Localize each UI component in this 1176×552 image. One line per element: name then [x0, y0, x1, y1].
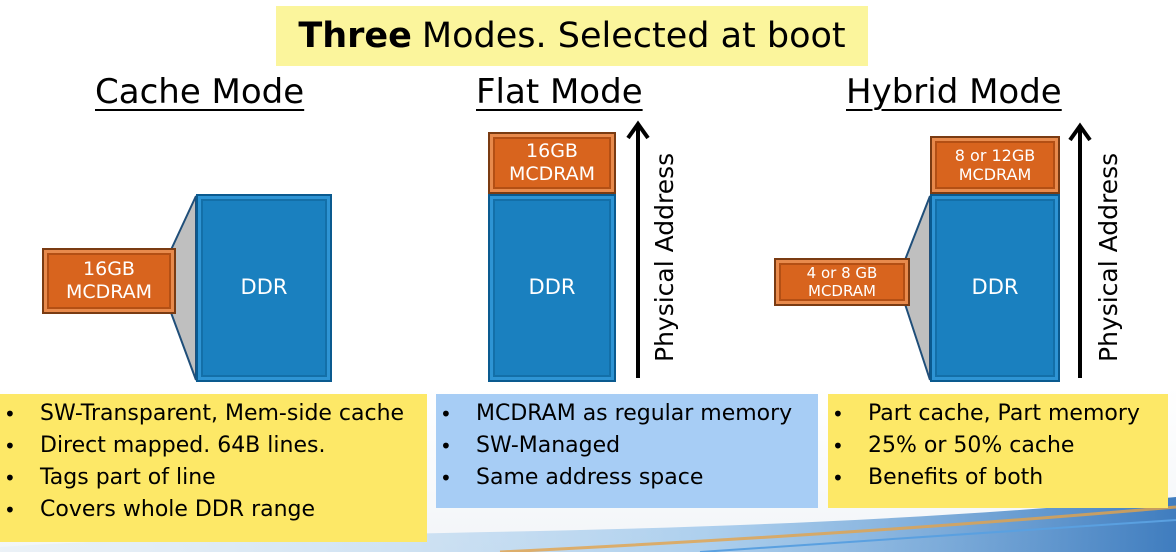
cache-mode-heading: Cache Mode [95, 72, 305, 112]
cache-mcdram-label: MCDRAM [65, 281, 153, 303]
list-item: Part cache, Part memory [828, 398, 1168, 430]
hybrid-ddr-block: DDR [930, 194, 1060, 382]
hybrid-mcdram-side-block: 4 or 8 GB MCDRAM [774, 258, 910, 306]
flat-address-arrow [626, 120, 650, 378]
flat-physical-address-label: Physical Address [650, 152, 679, 362]
title-text: Modes. Selected at boot [421, 16, 846, 56]
list-item: Tags part of line [0, 462, 427, 494]
hybrid-mcdram-side-label: MCDRAM [808, 282, 876, 300]
hybrid-address-arrow [1068, 122, 1092, 378]
list-item: MCDRAM as regular memory [436, 398, 818, 430]
list-item: 25% or 50% cache [828, 430, 1168, 462]
list-item: SW-Transparent, Mem-side cache [0, 398, 427, 430]
hybrid-bullets: Part cache, Part memory 25% or 50% cache… [828, 394, 1168, 508]
hybrid-mcdram-top-size: 8 or 12GB [954, 145, 1036, 165]
hybrid-mcdram-top-label: MCDRAM [958, 165, 1032, 184]
hybrid-ddr-label: DDR [971, 275, 1019, 300]
flat-mcdram-label: MCDRAM [508, 163, 596, 185]
hybrid-mcdram-side-size: 4 or 8 GB [806, 264, 878, 282]
list-item: Same address space [436, 462, 818, 494]
cache-bullets: SW-Transparent, Mem-side cache Direct ma… [0, 394, 427, 542]
flat-mode-heading: Flat Mode [476, 72, 643, 112]
flat-ddr-block: DDR [488, 194, 616, 382]
flat-mcdram-block: 16GB MCDRAM [488, 132, 616, 194]
cache-mcdram-size: 16GB [83, 258, 135, 281]
cache-ddr-block: DDR [196, 194, 332, 382]
flat-bullets: MCDRAM as regular memory SW-Managed Same… [436, 394, 818, 508]
hybrid-physical-address-label: Physical Address [1094, 152, 1123, 362]
list-item: Direct mapped. 64B lines. [0, 430, 427, 462]
list-item: SW-Managed [436, 430, 818, 462]
flat-mcdram-size: 16GB [526, 140, 578, 163]
list-item: Benefits of both [828, 462, 1168, 494]
list-item: Covers whole DDR range [0, 494, 427, 526]
cache-mcdram-block: 16GB MCDRAM [42, 248, 176, 314]
hybrid-mode-heading: Hybrid Mode [846, 72, 1062, 112]
hybrid-mcdram-top-block: 8 or 12GB MCDRAM [930, 136, 1060, 194]
title-banner: Three Modes. Selected at boot [276, 6, 868, 66]
flat-ddr-label: DDR [528, 275, 576, 300]
title-bold: Three [298, 16, 412, 56]
cache-ddr-label: DDR [240, 275, 288, 300]
